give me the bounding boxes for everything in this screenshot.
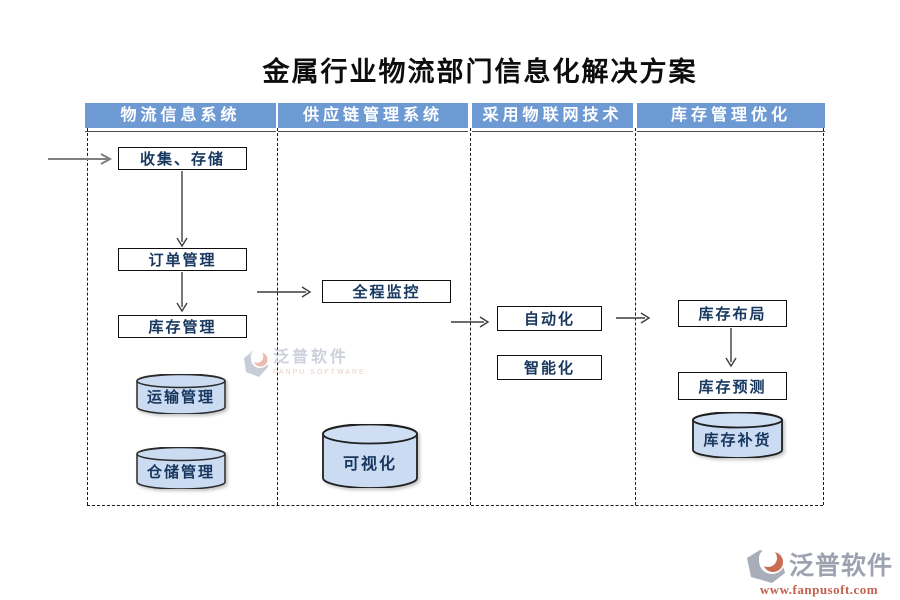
center-watermark: 泛普软件 FANPU SOFTWARE bbox=[243, 348, 366, 380]
node-inventory-forecast: 库存预测 bbox=[678, 372, 787, 400]
column-header-inventory-optimization: 库存管理优化 bbox=[637, 103, 825, 128]
lane-divider-right bbox=[823, 128, 824, 505]
header-underline bbox=[278, 131, 468, 132]
entry-arrow bbox=[48, 153, 113, 165]
header-underline bbox=[85, 131, 276, 132]
footer-brand: 泛普软件 bbox=[788, 552, 893, 580]
node-full-monitoring: 全程监控 bbox=[322, 280, 451, 303]
lane-divider-1-2 bbox=[277, 128, 278, 505]
cylinder-visualization: 可视化 bbox=[322, 424, 418, 488]
node-order-management: 订单管理 bbox=[118, 248, 247, 271]
fanpu-logo-icon bbox=[746, 548, 785, 583]
lane-divider-2-3 bbox=[470, 128, 471, 505]
cylinder-label: 库存补货 bbox=[703, 432, 772, 449]
footer-url: www.fanpusoft.com bbox=[759, 582, 879, 597]
arrow-layout-to-forecast bbox=[725, 328, 737, 368]
column-header-supply-chain-system: 供应链管理系统 bbox=[278, 103, 468, 128]
cylinder-label: 仓储管理 bbox=[146, 464, 215, 481]
watermark-caption: FANPU SOFTWARE bbox=[273, 369, 366, 376]
lane-border-bottom bbox=[87, 505, 823, 506]
lane-divider-3-4 bbox=[635, 128, 636, 505]
arrow-automation-to-layout bbox=[616, 312, 651, 324]
lane-divider-left bbox=[87, 128, 88, 505]
cylinder-transport-management: 运输管理 bbox=[136, 374, 226, 414]
node-automation: 自动化 bbox=[497, 306, 602, 331]
footer-logo: 泛普软件 www.fanpusoft.com bbox=[744, 548, 894, 598]
column-header-iot-technology: 采用物联网技术 bbox=[472, 103, 633, 128]
page-title: 金属行业物流部门信息化解决方案 bbox=[262, 57, 698, 87]
header-underline bbox=[472, 131, 633, 132]
cylinder-label: 可视化 bbox=[342, 456, 397, 473]
arrow-to-full-monitoring bbox=[257, 286, 312, 298]
arrow-order-to-inventory bbox=[176, 272, 188, 313]
cylinder-inventory-replenishment: 库存补货 bbox=[692, 412, 783, 458]
cylinder-label: 运输管理 bbox=[146, 389, 215, 406]
watermark-brand: 泛普软件 bbox=[273, 349, 350, 366]
node-inventory-layout: 库存布局 bbox=[678, 300, 787, 327]
header-underline bbox=[637, 131, 825, 132]
column-header-logistics-info-system: 物流信息系统 bbox=[85, 103, 276, 128]
node-collect-store: 收集、存储 bbox=[118, 147, 247, 170]
arrow-collect-to-order bbox=[176, 171, 188, 248]
node-intelligence: 智能化 bbox=[497, 355, 602, 380]
cylinder-warehouse-management: 仓储管理 bbox=[136, 447, 226, 489]
fanpu-logo-icon bbox=[244, 350, 269, 377]
node-inventory-management: 库存管理 bbox=[118, 315, 247, 338]
